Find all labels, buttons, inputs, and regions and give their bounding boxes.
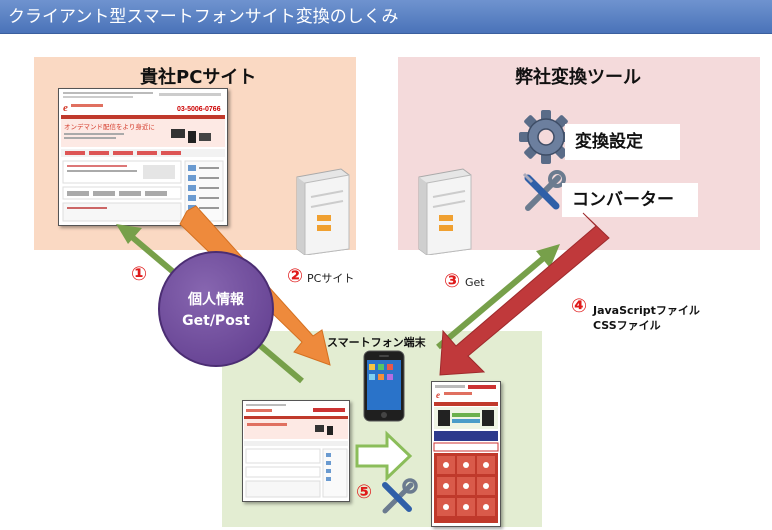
conversion-tool-title: 弊社変換ツール [515,67,641,88]
smartphone-title: スマートフォン端末 [327,336,426,349]
pc-site-server-icon [296,168,350,255]
smartphone-icon [363,350,405,422]
step-3-label: Get [465,276,485,289]
step-4-number: ④ [571,295,588,317]
converter-label: コンバーター [562,183,698,217]
converter-setting-label: 変換設定 [565,124,680,160]
page-title: クライアント型スマートフォンサイト変換のしくみ [8,7,399,27]
client-site-title: 貴社PCサイト [140,67,257,88]
header-bar: クライアント型スマートフォンサイト変換のしくみ [0,0,772,34]
step-2-label: PCサイト [307,272,355,285]
step-4-label-js: JavaScriptファイル [593,304,700,317]
svg-text:e: e [63,102,68,114]
step-1-number: ① [131,263,148,285]
step-3-number: ③ [444,270,461,292]
tools-icon-small [382,478,418,514]
step-2-number: ② [287,265,304,287]
svg-text:e: e [436,390,440,400]
step-5-number: ⑤ [356,481,373,503]
smartphone-site-graphic: e [432,382,500,526]
smartphone-site-preview: e [431,381,501,527]
green-arrow-get [436,244,560,350]
pc-site-screenshot: e 03-5006-0766 オンデマンド配信をより身近に [58,88,228,226]
personal-info-bubble: 個人情報 Get/Post [158,251,274,367]
hollow-green-arrow [355,430,413,482]
pc-site-mock-graphic: e 03-5006-0766 オンデマンド配信をより身近に [59,89,227,225]
site-phone-number: 03-5006-0766 [177,106,221,113]
pc-site-thumbnail-small [242,400,350,502]
red-arrow-js-css [439,212,610,376]
gear-icon [519,110,573,164]
conversion-server-icon [418,168,472,255]
step-4-label-css: CSSファイル [593,319,661,332]
pc-site-small-graphic [243,401,349,501]
site-tagline: オンデマンド配信をより身近に [64,122,155,131]
tools-icon [522,170,566,211]
